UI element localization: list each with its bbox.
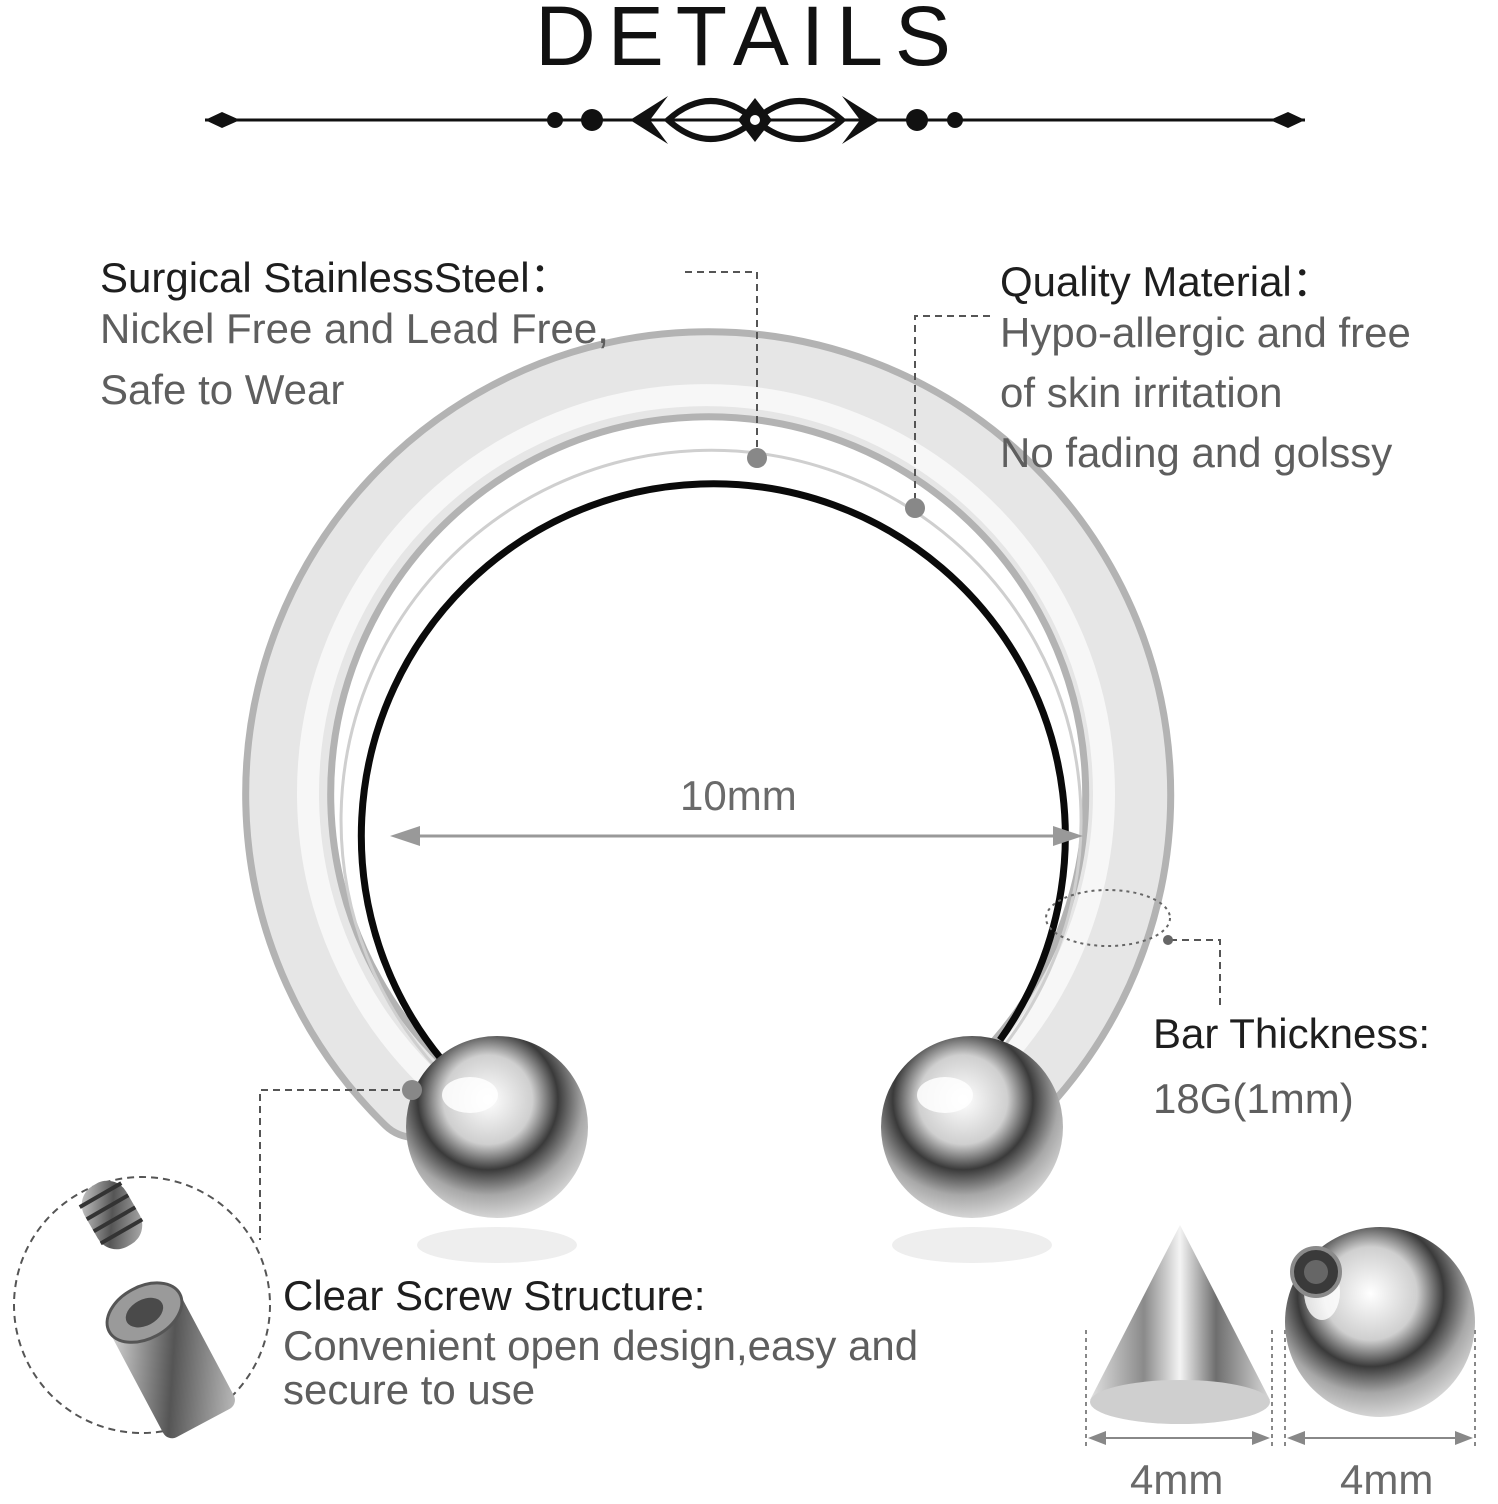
callout-leaders: [259, 271, 1221, 1240]
quality-callout-dot: [905, 498, 925, 518]
quality-callout-line2: of skin irritation: [1000, 369, 1283, 416]
ball-size-label: 4mm: [1340, 1456, 1434, 1503]
thickness-callout-value: 18G(1mm): [1153, 1075, 1354, 1122]
screw-closeup-icon: [13, 1176, 271, 1439]
ornamental-divider-icon: [205, 96, 1305, 144]
thickness-callout-heading: Bar Thickness:: [1153, 1010, 1430, 1057]
spike-cap-icon: [1090, 1225, 1270, 1424]
left-ball-end-icon: [406, 1036, 588, 1263]
steel-callout-dot: [747, 448, 767, 468]
screw-callout-dot: [402, 1080, 422, 1100]
screw-callout-line1: Convenient open design,easy and: [283, 1322, 919, 1369]
quality-callout-line1: Hypo-allergic and free: [1000, 309, 1411, 356]
right-ball-end-icon: [881, 1036, 1063, 1263]
quality-callout-line3: No fading and golssy: [1000, 429, 1393, 476]
screw-callout-line2: secure to use: [283, 1366, 536, 1413]
diameter-arrow: [390, 826, 1083, 846]
thickness-marker-icon: [1045, 889, 1171, 947]
steel-callout-line2: Safe to Wear: [100, 366, 345, 413]
ball-cap-icon: [1285, 1227, 1475, 1417]
cap-dimension-lines: [1085, 1330, 1476, 1450]
spike-size-label: 4mm: [1130, 1456, 1224, 1503]
screw-callout-heading: Clear Screw Structure:: [283, 1272, 706, 1319]
page-title: DETAILS: [535, 0, 963, 83]
diameter-label: 10mm: [680, 772, 797, 819]
quality-callout-heading: Quality Material：: [1000, 258, 1334, 305]
steel-callout-heading: Surgical StainlessSteel：: [100, 254, 572, 301]
steel-callout-line1: Nickel Free and Lead Free,: [100, 305, 609, 352]
horseshoe-ring-illustration-icon: [242, 328, 1175, 1141]
